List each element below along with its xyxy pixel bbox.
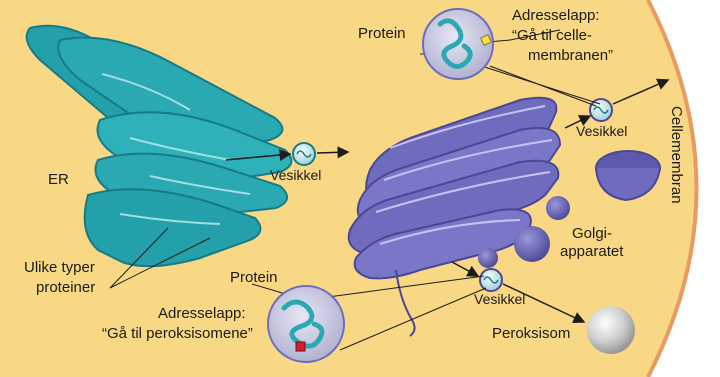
label-adresse-top-3: membranen” <box>528 47 613 64</box>
label-protein-bottom: Protein <box>230 269 278 286</box>
label-peroksisom: Peroksisom <box>492 325 570 342</box>
address-tag-red <box>296 342 305 351</box>
label-cellemembran: Cellemembran <box>668 106 685 204</box>
label-ulike-typer: Ulike typer <box>24 259 95 276</box>
label-proteiner: proteiner <box>36 279 95 296</box>
label-golgi-2: apparatet <box>560 243 624 260</box>
label-vesikkel-top: Vesikkel <box>576 123 627 139</box>
label-vesikkel-left: Vesikkel <box>270 167 321 183</box>
label-adresse-top-1: Adresselapp: <box>512 7 600 24</box>
label-golgi-1: Golgi- <box>572 225 612 242</box>
zoom-protein-top <box>423 9 493 79</box>
label-vesikkel-bottom: Vesikkel <box>474 291 525 307</box>
label-er: ER <box>48 171 69 188</box>
label-adresse-bottom-2: “Gå til peroksisomene” <box>102 325 253 342</box>
zoom-protein-bottom <box>268 286 344 362</box>
label-adresse-top-2: “Gå til celle- <box>512 27 592 44</box>
label-adresse-bottom-1: Adresselapp: <box>158 305 246 322</box>
label-protein-top: Protein <box>358 25 406 42</box>
peroxisome <box>587 306 635 354</box>
